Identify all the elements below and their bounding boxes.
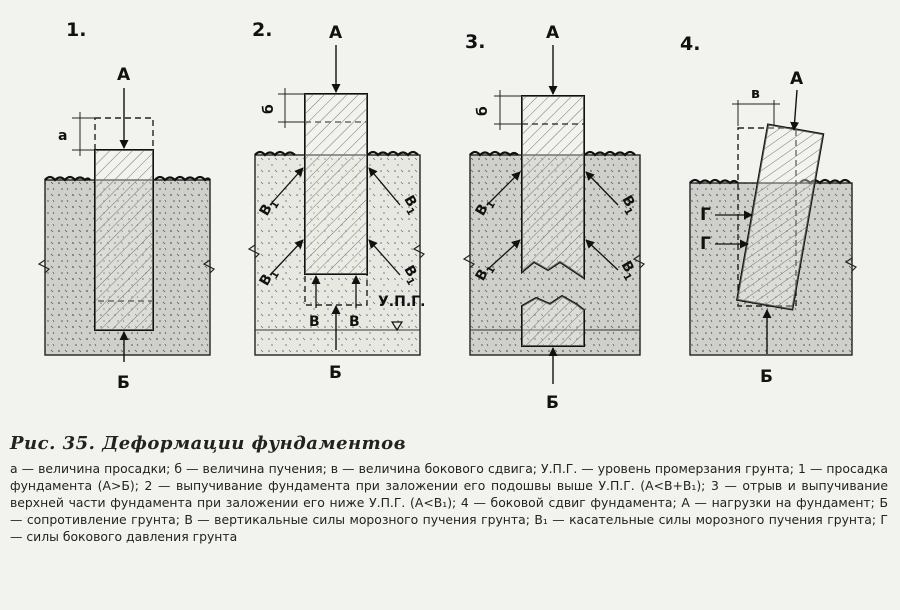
tangential-force-arrow: [269, 167, 304, 206]
tangential-force-arrow: [269, 239, 304, 276]
vertical-force-label: В: [349, 314, 360, 330]
panel-1-number: 1.: [66, 19, 86, 41]
panel-2: 2. б А В1 В1 В1 В1 В В У.П.Г.: [247, 19, 425, 383]
foundation-lower-part: [521, 294, 585, 347]
frost-level-label: У.П.Г.: [378, 294, 425, 310]
panel-1: 1. а А Б: [37, 19, 216, 393]
heave-label: б: [261, 104, 277, 114]
tangential-label: В1: [257, 265, 282, 290]
load-label: А: [790, 69, 804, 89]
tangential-label: В1: [473, 260, 498, 285]
soil-surface: [44, 175, 91, 182]
tangential-force-arrow: [368, 239, 401, 276]
panel-3: 3. б А В1 В1 В1 В1 Б: [462, 23, 646, 413]
shift-label: в: [751, 86, 760, 102]
resistance-label: Б: [760, 367, 773, 387]
panel-4: 4. в А Г Г Б: [680, 33, 858, 387]
resistance-label: Б: [329, 363, 342, 383]
subsidence-label: а: [58, 128, 67, 144]
caption-text: а — величина просадки; б — величина пуче…: [10, 461, 888, 544]
load-label: А: [117, 65, 131, 85]
foundation-upper-part: [521, 95, 585, 280]
load-arrow: [790, 89, 800, 131]
panel-2-number: 2.: [252, 19, 272, 41]
resistance-label: Б: [117, 373, 130, 393]
foundation: [304, 93, 368, 275]
lateral-force-label: Г: [700, 234, 711, 254]
frost-level-marker: [390, 321, 404, 332]
tangential-label: В1: [473, 195, 498, 220]
tangential-label: В1: [257, 195, 282, 220]
soil-surface: [154, 175, 211, 182]
load-label: А: [546, 23, 560, 43]
heave-label: б: [475, 106, 491, 116]
foundation-deformation-figure: 1. а А Б 2.: [37, 19, 858, 413]
resistance-label: Б: [546, 393, 559, 413]
tangential-force-arrow: [486, 239, 521, 271]
caption-title: Рис. 35. Деформации фундаментов: [10, 433, 407, 454]
panel-3-number: 3.: [465, 31, 485, 53]
panel-4-number: 4.: [680, 33, 700, 55]
foundation: [94, 149, 154, 331]
tangential-force-arrow: [585, 239, 619, 271]
tangential-force-arrow: [585, 171, 619, 206]
load-label: А: [329, 23, 343, 43]
tangential-force-arrow: [368, 167, 401, 206]
lateral-force-label: Г: [700, 205, 711, 225]
figure-caption: Рис. 35. Деформации фундаментов а — вели…: [10, 433, 888, 545]
vertical-force-label: В: [309, 314, 320, 330]
tangential-force-arrow: [486, 171, 521, 206]
